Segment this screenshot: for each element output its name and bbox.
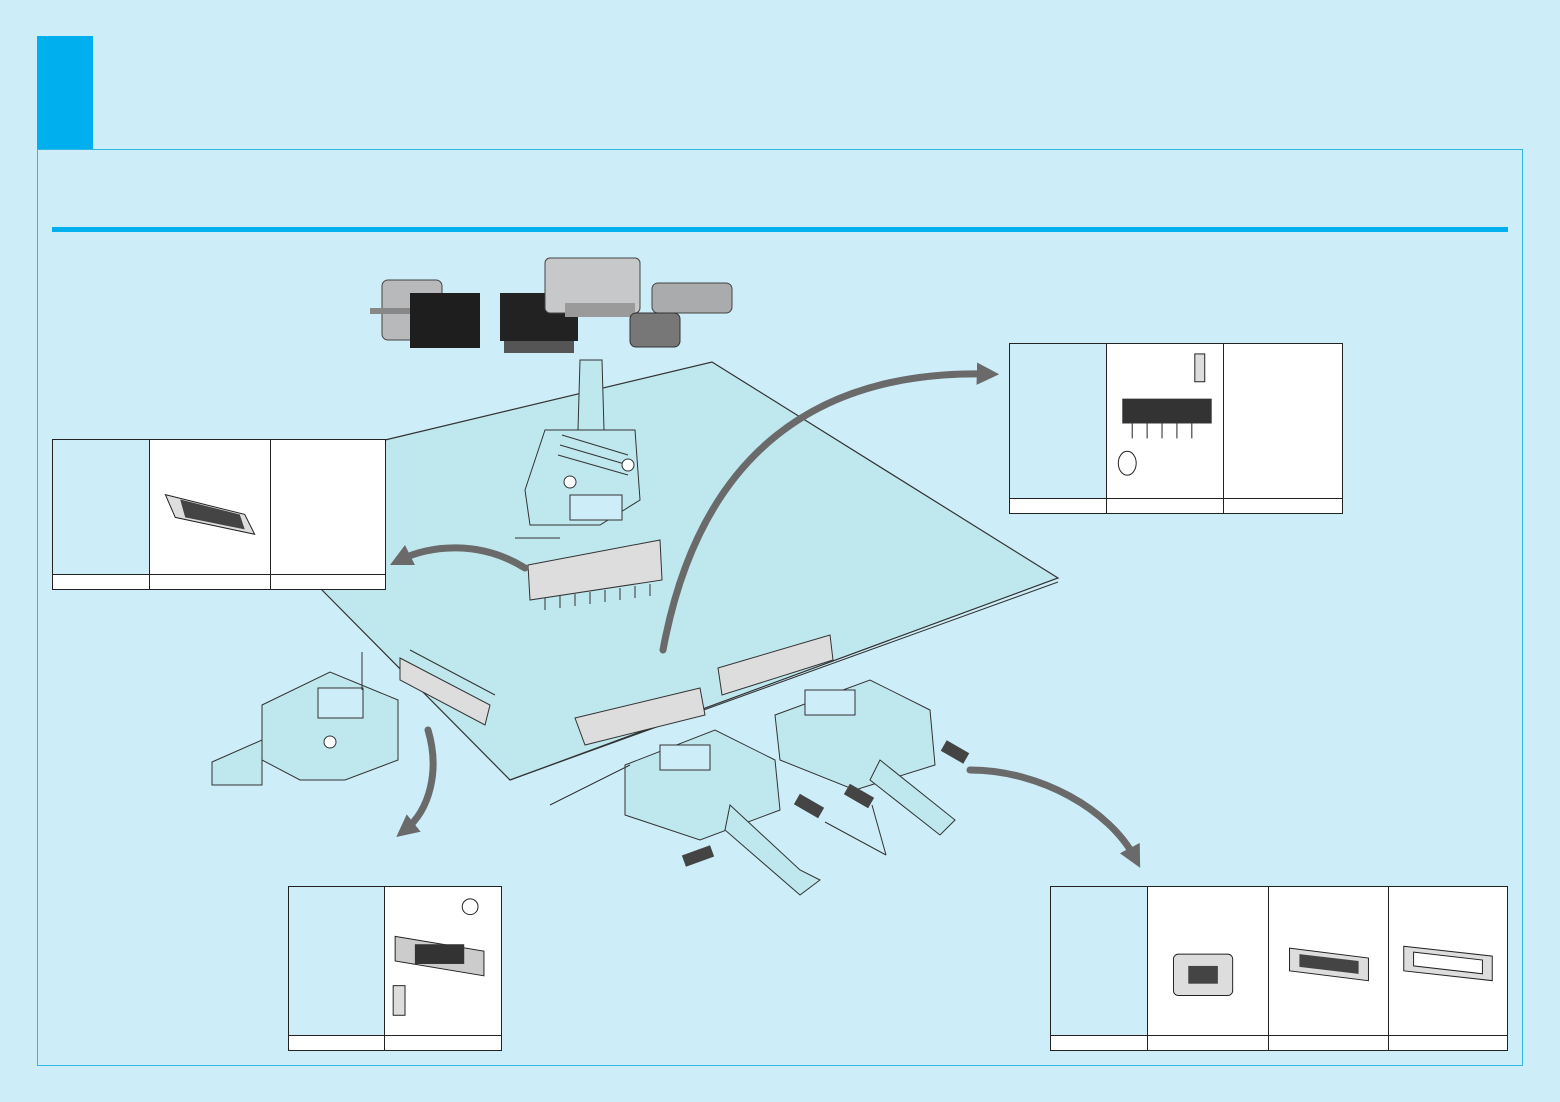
d-sub-straight-connector-icon: [150, 440, 271, 574]
product-photo-group: [370, 257, 733, 353]
board-receptacle-icon: [527, 539, 663, 610]
table-header-cell: [1010, 344, 1107, 498]
table-footer-cell: [1269, 1036, 1389, 1050]
left-cable-hood-icon: [211, 652, 399, 786]
table-footer-cell: [1148, 1036, 1269, 1050]
table-top-left: [52, 439, 386, 590]
arrow-to-bottom-right-table: [966, 766, 1141, 868]
left-board-connector-icon: [399, 649, 496, 726]
d-sub-plug-icon: [1269, 887, 1389, 1035]
callout-lines: [549, 764, 887, 856]
header-rule: [52, 227, 1508, 232]
arrow-to-bottom-center-table: [396, 726, 437, 838]
d-sub-receptacle-icon: [1389, 887, 1507, 1035]
hood-photo-3-icon: [544, 257, 641, 317]
hood-photo-1-icon: [370, 279, 480, 348]
panel-mount-connector-with-hardware-icon: [385, 887, 501, 1035]
content-frame: [37, 149, 1523, 1066]
table-footer-cell: [1224, 499, 1342, 513]
connector-photo-5-icon: [629, 312, 681, 348]
table-footer-cell: [385, 1036, 501, 1050]
table-header-cell: [289, 887, 385, 1035]
board-receptacle-2-icon: [574, 687, 706, 746]
right-angle-connector-with-hardware-icon: [1107, 344, 1224, 498]
table-bottom-right: [1050, 886, 1508, 1051]
table-footer-header: [1051, 1036, 1148, 1050]
hood-connector-icon: [1148, 887, 1269, 1035]
table-footer-cell: [150, 575, 271, 589]
table-footer-cell: [1107, 499, 1224, 513]
table-header-cell: [1051, 887, 1148, 1035]
bottom-hood-2-icon: [774, 679, 970, 836]
table-bottom-center: [288, 886, 502, 1051]
connector-photo-4-icon: [651, 282, 733, 314]
table-footer-cell: [271, 575, 385, 589]
table-footer-cell: [1389, 1036, 1507, 1050]
section-tab: [37, 36, 93, 149]
table-header-cell: [53, 440, 150, 574]
table-footer-header: [289, 1036, 385, 1050]
table-footer-header: [1010, 499, 1107, 513]
bottom-hood-1-icon: [624, 729, 825, 896]
board-receptacle-3-icon: [717, 634, 834, 696]
arrow-to-top-left-table: [389, 544, 529, 572]
table-footer-header: [53, 575, 150, 589]
arrow-to-top-right-table: [659, 362, 1000, 654]
top-cable-hood-icon: [515, 359, 641, 539]
table-top-right: [1009, 343, 1343, 514]
